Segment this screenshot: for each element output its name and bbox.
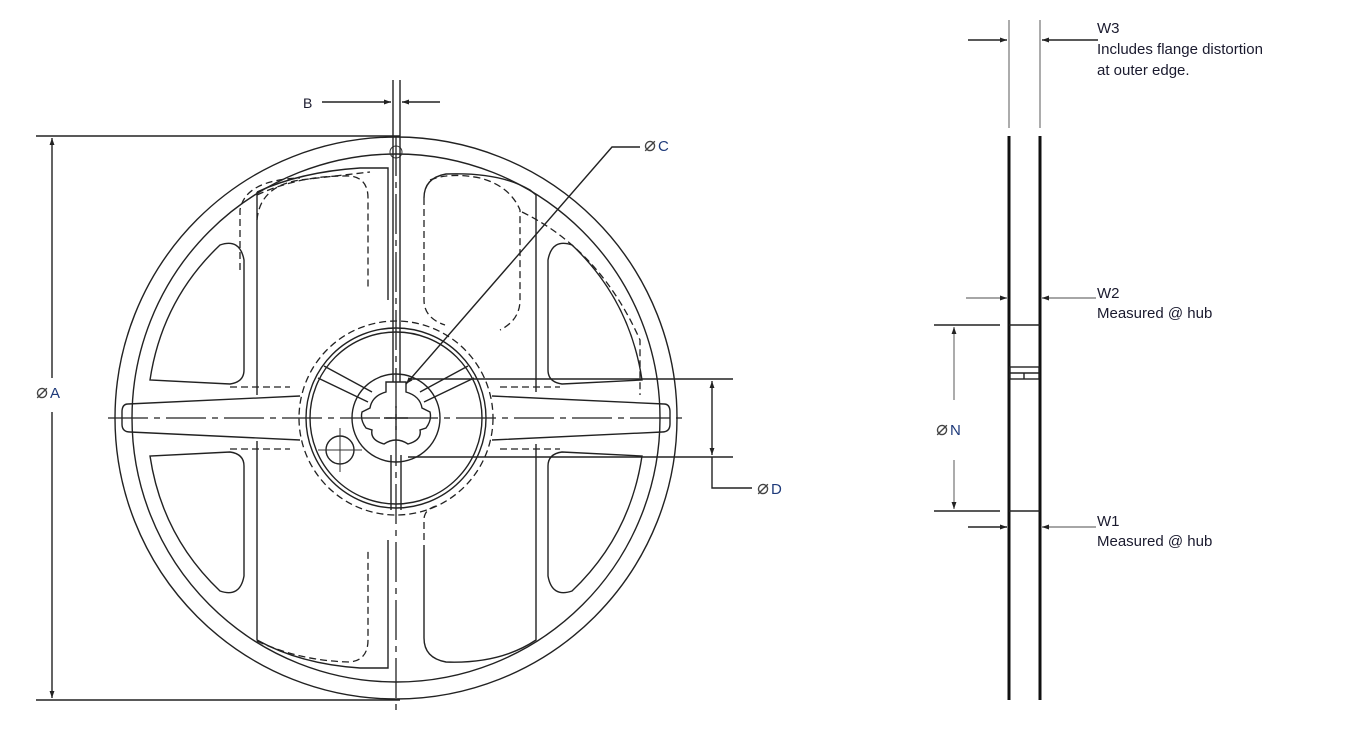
dim-C-label: ⌀C xyxy=(644,134,669,156)
reel-side-view xyxy=(934,20,1098,700)
dim-A-letter: A xyxy=(50,385,61,402)
dim-D-label: ⌀D xyxy=(757,477,782,499)
dim-N-label: ⌀N xyxy=(936,418,961,440)
dim-W2-title: W2 xyxy=(1097,285,1120,302)
dim-W2-label: W2 Measured @ hub xyxy=(1097,284,1212,324)
dim-W1-title: W1 xyxy=(1097,513,1120,530)
dim-A-label: ⌀A xyxy=(36,381,61,403)
dim-C-leader xyxy=(405,146,640,385)
dim-D-leader xyxy=(711,457,752,489)
arbor-hole xyxy=(360,381,432,445)
dim-W3-label: W3 Includes flange distortion at outer e… xyxy=(1097,20,1263,81)
dim-D-letter: D xyxy=(771,481,782,498)
dim-B-label: B xyxy=(303,94,312,112)
diameter-symbol: ⌀ xyxy=(36,381,49,403)
dim-B-letter: B xyxy=(303,95,313,111)
reel-front-view xyxy=(36,80,752,710)
diameter-symbol: ⌀ xyxy=(644,134,657,156)
diameter-symbol: ⌀ xyxy=(936,418,949,440)
dim-W2-note: Measured @ hub xyxy=(1097,305,1213,322)
dim-W3-note-line2: at outer edge. xyxy=(1097,62,1190,79)
dim-N-letter: N xyxy=(950,422,961,439)
dim-W3-title: W3 xyxy=(1097,20,1120,37)
dim-W1-label: W1 Measured @ hub xyxy=(1097,512,1212,552)
diameter-symbol: ⌀ xyxy=(757,477,770,499)
dim-W1-note: Measured @ hub xyxy=(1097,533,1213,550)
dim-W3-note-line1: Includes flange distortion xyxy=(1097,41,1263,58)
dim-C-letter: C xyxy=(658,138,669,155)
